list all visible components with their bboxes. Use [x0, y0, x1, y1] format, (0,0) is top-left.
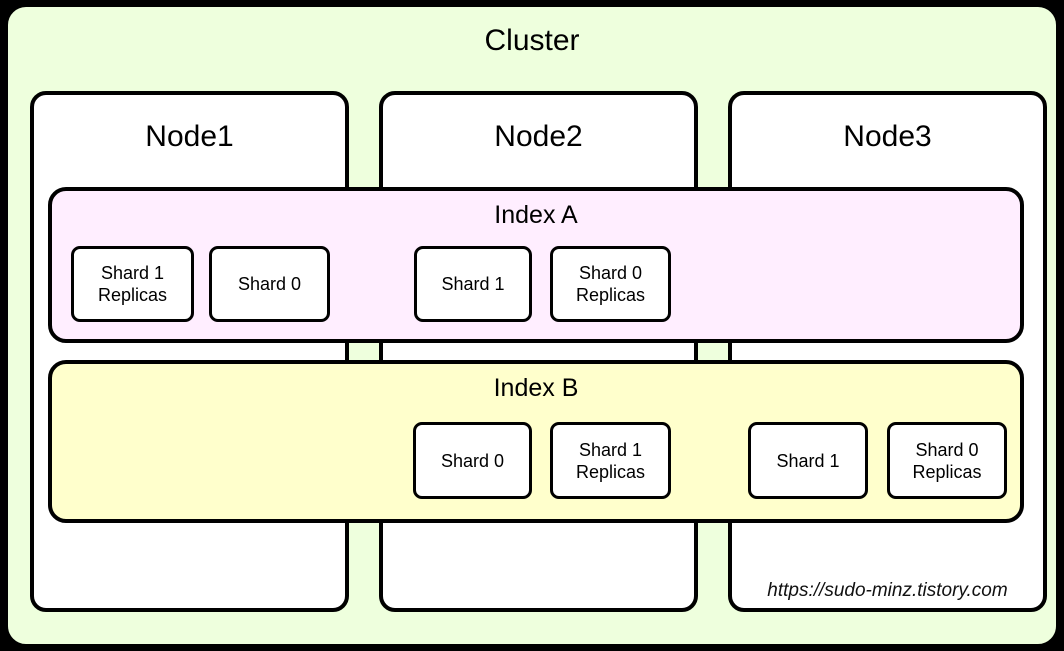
node-label-2: Node2 [494, 120, 583, 153]
node-label-3: Node3 [843, 120, 932, 153]
node-box-2: Node2 [379, 91, 698, 612]
shard-box-b-2: Shard 1 Replicas [550, 422, 671, 499]
node-box-3: Node3 [728, 91, 1047, 612]
shard-box-a-1: Shard 1 Replicas [71, 246, 194, 322]
shard-box-a-4: Shard 0 Replicas [550, 246, 671, 322]
shard-box-b-1: Shard 0 [413, 422, 532, 499]
shard-box-a-2: Shard 0 [209, 246, 330, 322]
shard-box-a-3: Shard 1 [414, 246, 532, 322]
shard-box-b-3: Shard 1 [748, 422, 868, 499]
cluster-container: Cluster Node1 Node2 Node3 Index A Shard … [4, 3, 1060, 648]
shard-box-b-4: Shard 0 Replicas [887, 422, 1007, 499]
index-panel-b: Index B Shard 0 Shard 1 Replicas Shard 1… [48, 360, 1024, 523]
node-label-1: Node1 [145, 120, 234, 153]
cluster-title: Cluster [484, 24, 580, 57]
node-box-1: Node1 [30, 91, 349, 612]
watermark-text: https://sudo-minz.tistory.com [767, 580, 1008, 601]
index-panel-a: Index A Shard 1 Replicas Shard 0 Shard 1… [48, 187, 1024, 343]
index-b-title: Index B [493, 374, 579, 402]
index-a-title: Index A [494, 201, 578, 229]
